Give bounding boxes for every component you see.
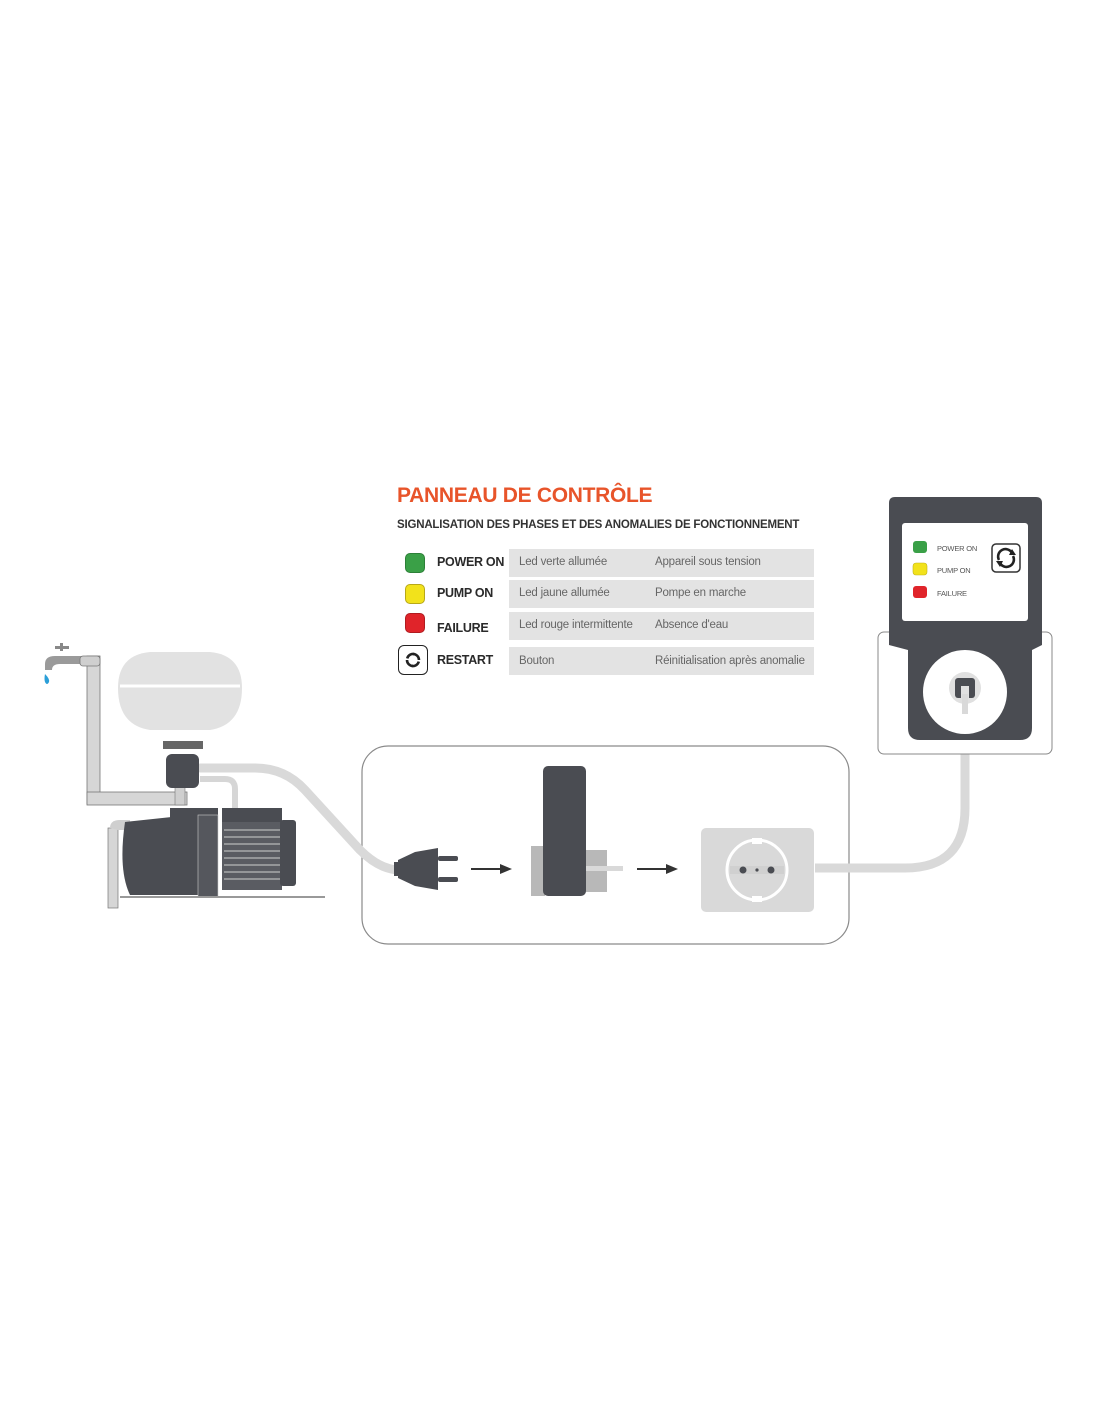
device-green-led-icon (913, 541, 927, 553)
device-led-label: PUMP ON (937, 566, 971, 575)
legend-meaning: Appareil sous tension (655, 556, 761, 568)
legend-label: POWER ON (437, 555, 505, 569)
panel-title: PANNEAU DE CONTRÔLE (397, 484, 653, 507)
legend-row-power-on: POWER ON Led verte allumée Appareil sous… (397, 549, 817, 577)
restart-icon (398, 645, 428, 675)
legend-row-failure: FAILURE Led rouge intermittente Absence … (397, 612, 817, 640)
legend-description: Led rouge intermittente (519, 619, 633, 631)
water-drop-icon (44, 674, 50, 684)
legend-meaning: Réinitialisation après anomalie (655, 655, 805, 667)
device-cable (815, 700, 970, 873)
legend-row-restart: RESTART Bouton Réinitialisation après an… (397, 645, 817, 675)
legend-meaning: Absence d'eau (655, 619, 729, 631)
pump-installation (44, 643, 325, 909)
device-yellow-led-icon (912, 562, 928, 576)
adapter-icon (531, 766, 623, 896)
device-red-led-icon (913, 586, 927, 598)
legend-cell-bg (509, 580, 814, 608)
legend-description: Led jaune allumée (519, 587, 610, 599)
pump-motor (222, 822, 282, 890)
legend-description: Bouton (519, 655, 555, 667)
arrow-right-icon (637, 864, 678, 874)
legend-cell-bg (509, 647, 814, 675)
yellow-led-icon (405, 584, 425, 604)
legend-cell-bg (509, 549, 814, 577)
legend-row-pump-on: PUMP ON Led jaune allumée Pompe en march… (397, 580, 817, 608)
plug-icon (394, 848, 458, 890)
legend-cell-bg (509, 612, 814, 640)
legend-description: Led verte allumée (519, 556, 608, 568)
wall-socket-icon (701, 828, 814, 912)
legend-meaning: Pompe en marche (655, 587, 746, 599)
panel-subtitle: SIGNALISATION DES PHASES ET DES ANOMALIE… (397, 519, 800, 531)
legend-label: RESTART (437, 653, 493, 667)
device-led-label: FAILURE (937, 589, 967, 598)
wiring-frame (361, 745, 850, 945)
arrow-right-icon (471, 864, 512, 874)
legend-label: FAILURE (437, 621, 489, 635)
pressure-switch (166, 754, 199, 788)
pump-cable (195, 763, 405, 875)
red-led-icon (405, 613, 425, 633)
device-led-label: POWER ON (937, 544, 978, 553)
water-tap-icon (44, 643, 82, 684)
pump-body (122, 814, 200, 895)
green-led-icon (405, 553, 425, 573)
legend-label: PUMP ON (437, 586, 494, 600)
pressure-tank (118, 652, 242, 730)
